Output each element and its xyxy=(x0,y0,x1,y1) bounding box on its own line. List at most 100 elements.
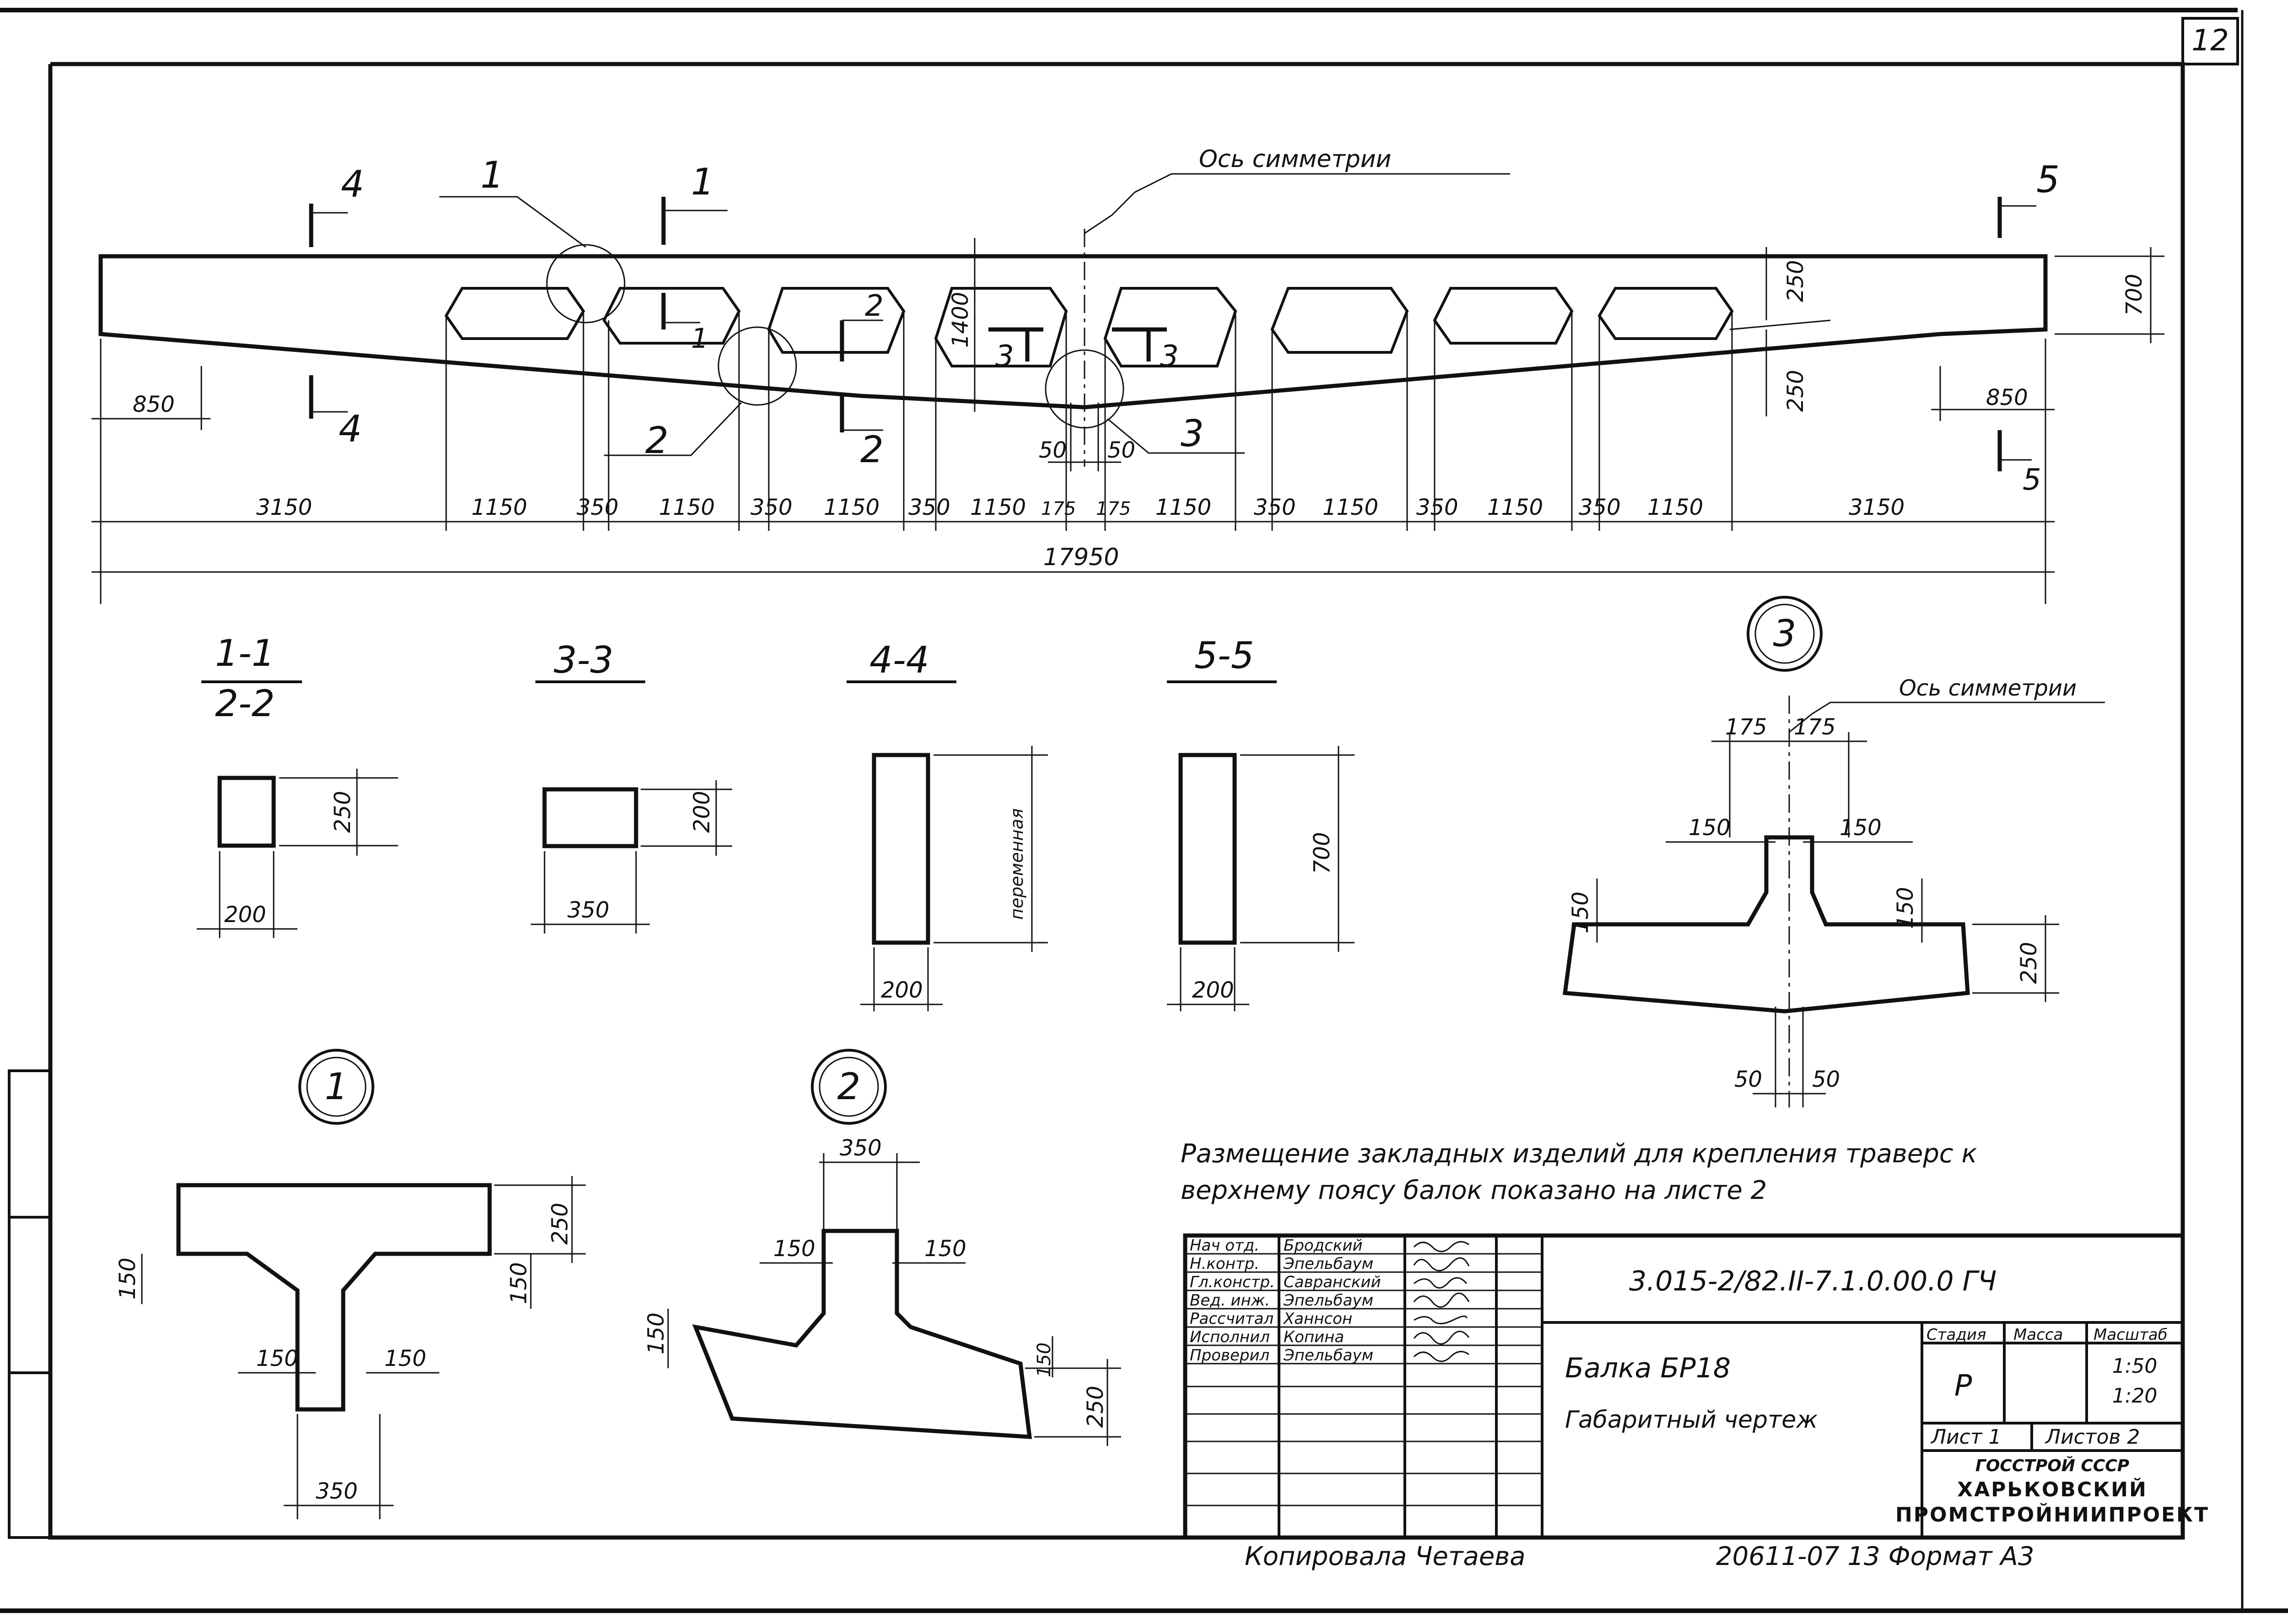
opening-2 xyxy=(602,287,741,345)
note-line-1: Размещение закладных изделий для креплен… xyxy=(1181,1139,1977,1169)
chain-dim-350-6: 350 xyxy=(1579,495,1621,520)
d3-dim-150-a: 150 xyxy=(1689,815,1731,841)
tb-role-7: Проверил xyxy=(1190,1346,1269,1365)
detail-1: 1 150 150 150 250 150 350 xyxy=(115,1049,586,1519)
dim-50-left: 50 xyxy=(1039,437,1067,463)
section-1-1: 1-1 2-2 250 200 xyxy=(197,632,398,938)
tb-name-5: Ханнсон xyxy=(1283,1310,1352,1328)
dim-850-left: 850 xyxy=(133,392,175,417)
beam-outline xyxy=(98,254,2048,410)
d2-dim-150-d: 150 xyxy=(1034,1343,1055,1377)
detail-2: 2 350 150 150 150 150 250 xyxy=(643,1049,1121,1446)
d3-dim-150-c: 150 xyxy=(1568,891,1593,933)
cut-1-top-label: 1 xyxy=(691,161,714,203)
chain-dim-1150-3: 1150 xyxy=(824,495,880,520)
d3-dim-175-b: 175 xyxy=(1794,714,1836,740)
detail-3-number: 3 xyxy=(1773,612,1797,655)
section-3-3-shape xyxy=(542,787,638,848)
detail-1-circle-inner xyxy=(306,1057,367,1117)
chain-dim-1150-4: 1150 xyxy=(970,495,1026,520)
chain-dim-1150-2: 1150 xyxy=(659,495,715,520)
detail-3-axis-label: Ось симметрии xyxy=(1899,675,2077,701)
section-4-4-title: 4-4 xyxy=(869,639,929,681)
detail-3-axis-leader xyxy=(1789,701,2105,733)
detail-2-shape xyxy=(692,1229,1032,1439)
cut-1-bottom-label: 1 xyxy=(691,323,708,355)
chain-dim-350-2: 350 xyxy=(750,495,793,520)
d1-dim-250: 250 xyxy=(547,1203,573,1245)
detail-3-circle-inner xyxy=(1754,604,1815,664)
sheet-number-box xyxy=(2181,17,2239,65)
section-3-3-title: 3-3 xyxy=(554,639,614,681)
detail-1-shape xyxy=(176,1183,492,1412)
s33-dim-h: 200 xyxy=(689,791,715,833)
section-5-5: 5-5 700 200 xyxy=(1167,634,1354,1011)
tb-scale-2: 1:20 xyxy=(2112,1384,2158,1408)
opening-8 xyxy=(1597,287,1734,340)
callout-leader-2 xyxy=(604,402,742,456)
section-2-2-title: 2-2 xyxy=(215,682,275,725)
detail-2-circle xyxy=(811,1049,887,1125)
s33-dim-w: 350 xyxy=(567,897,610,923)
d3-dim-150-d: 150 xyxy=(1893,887,1918,929)
d3-dim-250: 250 xyxy=(2016,942,2042,984)
cut-5-bottom-label: 5 xyxy=(2023,463,2041,497)
chain-dim-1150-5: 1150 xyxy=(1155,495,1211,520)
tb-role-6: Исполнил xyxy=(1190,1328,1270,1346)
dim-250-bottom: 250 xyxy=(1783,370,1808,412)
chain-dim-350-3: 350 xyxy=(908,495,950,520)
d3-dim-50-a: 50 xyxy=(1734,1067,1762,1092)
signature-3 xyxy=(1414,1277,1468,1289)
chain-dim-3150-right: 3150 xyxy=(1849,495,1905,520)
tb-scale-1: 1:50 xyxy=(2112,1354,2158,1378)
binding-strip xyxy=(8,1069,52,1539)
cut-2-top-label: 2 xyxy=(865,289,884,323)
footer-right: 20611-07 13 Формат А3 xyxy=(1716,1542,2034,1571)
tb-stage-value: Р xyxy=(1954,1369,1972,1403)
note-line-2: верхнему поясу балок показано на листе 2 xyxy=(1181,1176,1767,1205)
d2-dim-150-a: 150 xyxy=(773,1236,815,1262)
signature-4 xyxy=(1413,1292,1470,1308)
chain-dim-350-1: 350 xyxy=(577,495,619,520)
d1-dim-150-d: 150 xyxy=(506,1262,532,1304)
callout-circle-1 xyxy=(546,244,626,324)
detail-3-shape xyxy=(1562,835,1970,1014)
tb-scale-label: Масштаб xyxy=(2094,1326,2168,1344)
tb-role-2: Н.контр. xyxy=(1190,1255,1259,1273)
chain-dim-1150-6: 1150 xyxy=(1322,495,1378,520)
chain-dim-175-2: 175 xyxy=(1096,498,1131,519)
tb-org-3: ПРОМСТРОЙНИИПРОЕКТ xyxy=(1895,1502,2209,1527)
signature-1 xyxy=(1413,1241,1469,1252)
drawing-frame xyxy=(48,62,2185,1540)
detail-1-number: 1 xyxy=(325,1065,348,1108)
d1-dim-150-b: 150 xyxy=(256,1346,298,1371)
section-cut-marks: 4 1 5 1 2 3 3 2 4 xyxy=(309,158,2060,497)
d1-dim-150-c: 150 xyxy=(384,1346,426,1371)
opening-1 xyxy=(444,287,585,340)
dim-250-top: 250 xyxy=(1783,260,1808,302)
dim-50-right: 50 xyxy=(1107,437,1135,463)
opening-7 xyxy=(1433,287,1574,345)
tb-title-2: Габаритный чертеж xyxy=(1565,1406,1818,1434)
tb-sheets-label: Листов 2 xyxy=(2045,1425,2140,1449)
callout-label-2: 2 xyxy=(645,419,669,462)
tb-role-5: Рассчитал xyxy=(1190,1310,1274,1328)
d2-dim-250: 250 xyxy=(1083,1386,1108,1428)
section-1-1-title: 1-1 xyxy=(215,632,275,674)
callout-leader-1 xyxy=(439,196,586,248)
d1-dim-150-a: 150 xyxy=(115,1257,140,1300)
s55-dim-h: 700 xyxy=(1309,832,1335,874)
tb-name-2: Эпельбаум xyxy=(1283,1255,1373,1273)
tb-doc-code: 3.015-2/82.II-7.1.0.00.0 ГЧ xyxy=(1629,1265,1997,1297)
chain-dim-1150-7: 1150 xyxy=(1487,495,1543,520)
cut-4-bottom-label: 4 xyxy=(339,408,362,450)
s11-dim-w: 200 xyxy=(224,902,266,928)
d2-dim-150-b: 150 xyxy=(924,1236,966,1262)
signatures xyxy=(1413,1241,1470,1362)
s44-dim-h: переменная xyxy=(1007,808,1027,920)
section-4-4: 4-4 переменная 200 xyxy=(847,639,1048,1011)
signature-5 xyxy=(1414,1315,1468,1324)
signature-7 xyxy=(1413,1351,1469,1362)
callout-circle-2 xyxy=(718,326,797,406)
